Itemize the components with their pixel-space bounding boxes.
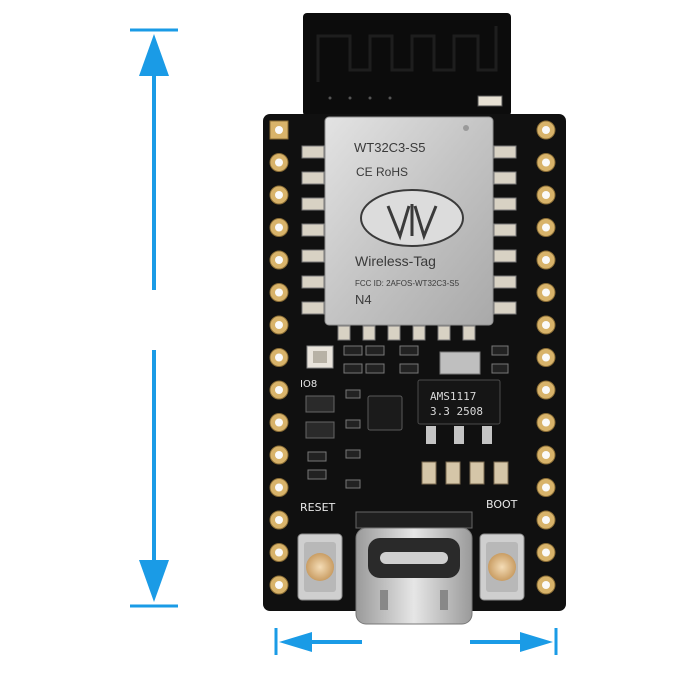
header-pin-hole <box>542 158 550 167</box>
module-pad <box>301 275 325 289</box>
reset-button[interactable] <box>297 533 343 601</box>
module-pad <box>412 325 426 341</box>
module-pad <box>337 325 351 341</box>
usb-serial-chip-icon <box>367 395 403 431</box>
header-pin-hole <box>275 158 283 167</box>
header-pin-hole <box>275 256 283 264</box>
regulator-line2-label: 3.3 2508 <box>430 405 483 418</box>
header-pin-hole <box>275 321 283 329</box>
module-pad <box>462 325 476 341</box>
header-pins-left <box>269 120 289 595</box>
header-pin-hole <box>542 483 550 492</box>
module-model-label: WT32C3-S5 <box>354 140 426 155</box>
header-pin-hole <box>542 418 550 427</box>
header-pin-hole <box>275 516 283 524</box>
led-icon <box>477 95 503 107</box>
header-pin-hole <box>542 321 550 329</box>
module-pad <box>301 171 325 185</box>
header-pin-hole <box>275 581 283 589</box>
header-pins-right <box>536 120 556 595</box>
module-pad <box>493 275 517 289</box>
header-pin-hole <box>542 386 550 394</box>
header-pin-hole <box>542 191 550 199</box>
wireless-tag-logo-icon <box>360 189 464 247</box>
boot-button[interactable] <box>479 533 525 601</box>
header-pin-hole <box>275 288 283 297</box>
header-pin-hole <box>542 223 550 232</box>
boot-button-cap-icon[interactable] <box>488 553 516 581</box>
header-pin-hole <box>275 191 283 199</box>
module-castellated-pads <box>301 145 517 341</box>
module-pad <box>301 249 325 263</box>
voltage-regulator: AMS1117 3.3 2508 <box>417 351 501 444</box>
header-pin-hole <box>275 353 283 362</box>
header-pin-hole <box>542 256 550 264</box>
header-pin-hole <box>275 418 283 427</box>
header-pin-hole <box>542 353 550 362</box>
usb-c-connector-icon <box>355 511 473 625</box>
header-pin-hole <box>542 516 550 524</box>
module-pad <box>362 325 376 341</box>
pcb-antenna <box>303 13 511 116</box>
boot-label: BOOT <box>486 498 518 511</box>
header-pin-hole <box>275 223 283 232</box>
module-pad <box>301 301 325 315</box>
smd-components <box>305 345 509 489</box>
header-pin-hole <box>542 451 550 459</box>
io-label: IO8 <box>300 379 317 390</box>
header-pin-hole <box>542 126 550 134</box>
header-pin-hole <box>275 451 283 459</box>
header-pin-hole <box>275 386 283 394</box>
reset-button-cap-icon[interactable] <box>306 553 334 581</box>
module-pad <box>387 325 401 341</box>
module-pad <box>493 171 517 185</box>
fcc-id-label: FCC ID: 2AFOS-WT32C3-S5 <box>355 279 460 288</box>
regulator-line1-label: AMS1117 <box>430 390 476 403</box>
vertical-dimension-arrow-icon <box>130 28 178 608</box>
module-pad <box>301 197 325 211</box>
module-pad <box>493 145 517 159</box>
header-pin-hole <box>275 483 283 492</box>
revision-label: N4 <box>355 292 372 307</box>
horizontal-dimension-arrow-icon <box>274 628 558 655</box>
rf-shield-module: WT32C3-S5 CE RoHS Wireless-Tag FCC ID: 2… <box>324 116 494 326</box>
module-pad <box>301 223 325 237</box>
header-pin-hole <box>542 581 550 589</box>
module-pad <box>493 301 517 315</box>
ce-rohs-label: CE RoHS <box>356 165 408 179</box>
header-pin-hole <box>275 548 283 557</box>
header-pin-hole <box>275 126 283 134</box>
reset-label: RESET <box>300 501 336 514</box>
module-pad <box>493 197 517 211</box>
brand-label: Wireless-Tag <box>355 253 436 269</box>
module-pad <box>493 249 517 263</box>
header-pin-hole <box>542 548 550 557</box>
module-pad <box>437 325 451 341</box>
module-pad <box>301 145 325 159</box>
header-pin-hole <box>542 288 550 297</box>
module-pad <box>493 223 517 237</box>
